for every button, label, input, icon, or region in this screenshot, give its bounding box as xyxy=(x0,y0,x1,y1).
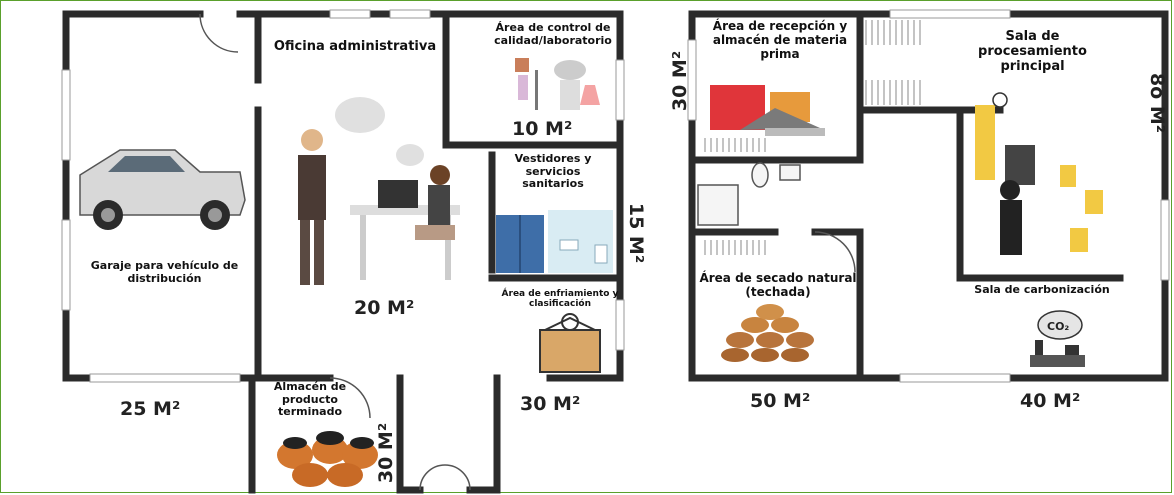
window-rb-top xyxy=(889,9,1011,19)
wall-bath xyxy=(688,228,864,382)
carbonization-label: Sala de carbonización xyxy=(974,283,1110,296)
window-right-1 xyxy=(615,59,625,121)
lockers-icon xyxy=(496,215,544,273)
toilet-icon xyxy=(751,162,769,188)
door-arc-drying xyxy=(814,231,856,273)
lab-equipment-icon xyxy=(515,58,600,110)
dried-briquettes-icon xyxy=(721,304,814,362)
reception-label: Área de recepción y almacén de materia p… xyxy=(712,19,848,61)
storage-label: Almacén de producto terminado xyxy=(273,380,347,419)
shower-icon xyxy=(697,184,739,226)
garage-area: 25 M² xyxy=(120,398,181,420)
quality-label: Área de control de calidad/laboratorio xyxy=(494,21,612,47)
drying-area: 50 M² xyxy=(750,390,811,412)
quality-area: 10 M² xyxy=(512,118,573,140)
drying-label: Área de secado natural (techada) xyxy=(699,271,857,299)
processing-label: Sala de procesamiento principal xyxy=(978,29,1087,74)
window-rb-right xyxy=(1160,199,1170,281)
charcoal-sacks-icon xyxy=(277,431,378,487)
window-garage-bottom xyxy=(89,373,241,383)
svg-text:CO₂: CO₂ xyxy=(1047,320,1069,333)
door-arc-garage xyxy=(199,13,239,53)
wall-right-outer xyxy=(493,10,624,494)
garage-label: Garaje para vehículo de distribución xyxy=(90,259,239,285)
window-rb-bottom xyxy=(899,373,1011,383)
shelf-hatch-4 xyxy=(704,138,766,152)
changing-area: 15 M² xyxy=(625,202,648,264)
window-rb-left xyxy=(687,39,697,121)
co2-factory-icon: CO₂ xyxy=(1030,310,1085,367)
pickup-truck-icon xyxy=(79,149,246,230)
processing-worker-icon xyxy=(975,92,1103,255)
shelf-hatch-3 xyxy=(704,240,766,255)
shelf-hatch-2 xyxy=(865,80,921,105)
bathroom-icon xyxy=(548,210,613,273)
storage-area: 30 M² xyxy=(375,422,398,484)
reception-area: 30 M² xyxy=(669,50,692,112)
cooling-label: Área de enfriamiento y clasificación xyxy=(501,289,619,310)
cooling-area: 30 M² xyxy=(520,393,581,415)
processing-area: 8o M² xyxy=(1146,72,1169,134)
office-label: Oficina administrativa xyxy=(273,39,437,54)
sink-icon xyxy=(779,164,801,181)
door-arc-storage-bottom xyxy=(419,464,471,491)
office-workers-icon xyxy=(298,97,460,285)
window-garage-left xyxy=(61,69,71,161)
changing-label: Vestidores y servicios sanitarios xyxy=(514,152,592,191)
carbonization-area: 40 M² xyxy=(1020,390,1081,412)
window-top-2 xyxy=(389,9,431,19)
wall-storage xyxy=(248,374,501,494)
shelf-hatch-1 xyxy=(865,20,921,45)
window-top-1 xyxy=(329,9,371,19)
raw-material-icon xyxy=(710,85,825,136)
window-right-2 xyxy=(615,299,625,351)
wall-office-right xyxy=(442,10,624,149)
office-area: 20 M² xyxy=(354,297,415,319)
box-sorting-icon xyxy=(539,313,601,373)
door-arc-storage xyxy=(329,377,371,419)
window-garage-left-2 xyxy=(61,219,71,311)
